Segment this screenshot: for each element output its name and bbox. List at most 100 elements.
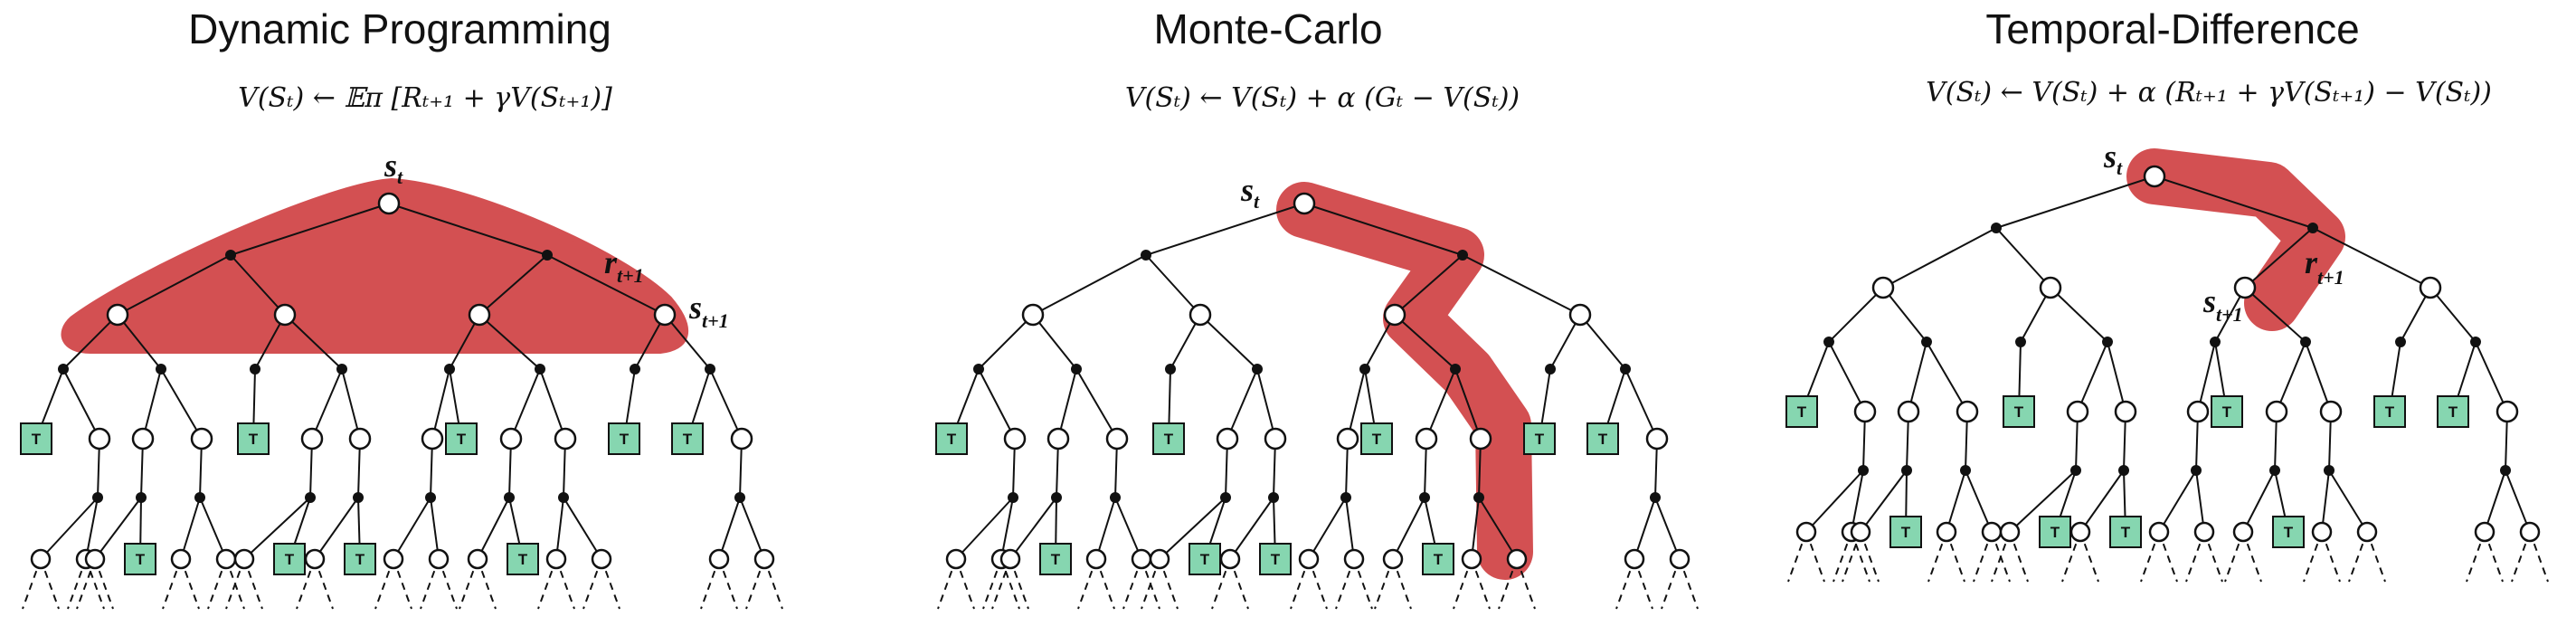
tree-edge [85,497,99,560]
dashed-branch [1453,558,1473,610]
dashed-branch [438,558,458,610]
edges [1787,175,2549,583]
tree-edge [1308,497,1347,560]
state-node [84,548,106,570]
terminal-box [1889,516,1922,548]
dashed-branch [1927,531,1947,583]
tree-edge [1805,470,1864,533]
action-node [1359,364,1370,375]
terminal-box [445,422,478,455]
dashed-branch [582,558,602,610]
action-node [156,364,166,375]
state-node [1897,400,1920,423]
state-node [1382,548,1404,570]
state-node [1216,427,1239,451]
tree-edge [477,497,510,560]
state-node [2419,276,2442,299]
state-node [1469,427,1492,451]
state-node [2232,521,2254,543]
terminal-state: T [608,422,640,455]
state-node [421,427,444,451]
tree-edge [978,314,1034,370]
terminal-box [608,422,640,455]
state-node [1936,521,1957,543]
dashed-branch [745,558,765,610]
state-node [131,427,155,451]
action-node [58,364,69,375]
state-node [1219,548,1241,570]
terminal-box [935,422,968,455]
state-node [2356,521,2378,543]
label-s-t: st [2103,138,2123,179]
terminal-box [507,543,539,575]
terminal-label: T [1164,431,1174,448]
state-node [30,548,52,570]
tree-edge [1075,368,1118,440]
panel-title: Monte-Carlo [1153,5,1382,52]
state-node [106,303,129,327]
state-node [1461,548,1482,570]
action-node [2324,465,2334,476]
terminal-state: T [237,422,270,455]
dashed-branch [393,558,412,610]
tree-edge [2328,470,2368,533]
state-node [2311,521,2333,543]
state-node [999,548,1021,570]
state-node [1624,548,1645,570]
dashed-branch [2529,531,2549,583]
tree-edge [1926,341,1968,413]
state-node [591,548,612,570]
dashed-branch [1946,531,1965,583]
tree-edge [1000,497,1014,560]
state-node [1383,303,1406,327]
state-node [1105,427,1129,451]
state-node [499,427,523,451]
terminal-label: T [947,431,957,448]
terminal-label: T [2121,524,2131,541]
dashed-branch [1860,531,1880,583]
state-node [1871,276,1895,299]
terminal-state: T [1889,516,1922,548]
action-node [444,364,455,375]
label-r-t1: rt+1 [2305,244,2344,289]
state-node [1853,400,1877,423]
state-node [1645,427,1669,451]
tree-edge [546,254,666,316]
state-node [1343,548,1365,570]
dashed-branch [207,558,227,610]
action-node [1901,465,1912,476]
state-node [1981,521,2003,543]
action-node [136,492,147,503]
terminal-state: T [1152,422,1185,455]
dashed-branch [1374,558,1394,610]
dashed-branch [1471,558,1491,610]
terminal-label: T [2050,524,2060,541]
action-node [2015,337,2026,347]
dashed-branch [1000,558,1020,610]
tree-edge [1095,497,1116,560]
state-node [2319,400,2343,423]
dashed-branch [225,558,245,610]
state-node [1568,303,1592,327]
dashed-branch [937,558,957,610]
panel-temporal-difference: Temporal-Difference V(Sₜ) ← V(Sₜ) + α (R… [1785,5,2549,583]
tree-edge [311,368,343,440]
tree-edge [1229,497,1274,560]
dashed-branch [2348,531,2368,583]
tree-edge [1394,254,1463,316]
action-node [2210,337,2221,347]
action-node [1921,337,1932,347]
tree-edge [341,368,361,440]
terminal-label: T [285,551,295,568]
state-node [2233,276,2257,299]
terminal-box [20,422,52,455]
action-node [630,364,640,375]
dashed-branch [1077,558,1097,610]
dashed-branch [700,558,720,610]
action-node [1220,492,1231,503]
tree-edge [284,314,343,370]
tree-edge [1145,254,1201,316]
